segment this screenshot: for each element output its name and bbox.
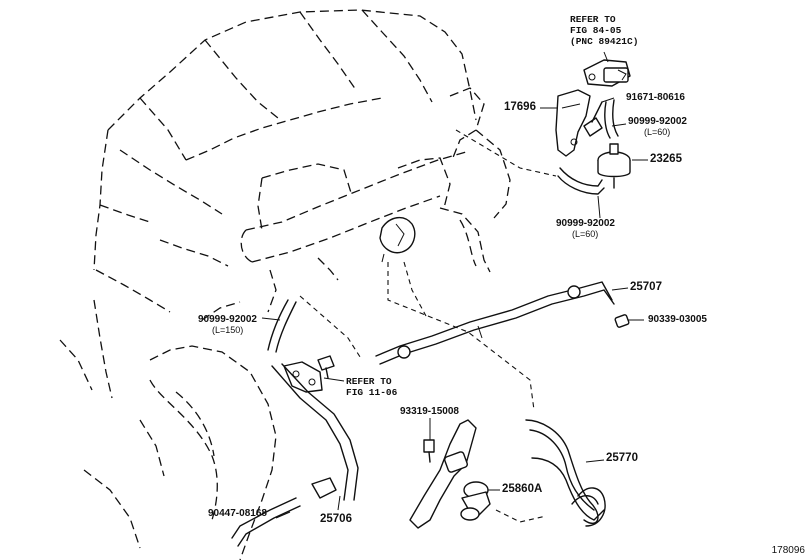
label-23265[interactable]: 23265 (650, 153, 682, 165)
hose-90999-b (557, 167, 605, 195)
part-number: 90999-92002 (628, 116, 687, 127)
bolt-91671 (583, 101, 603, 137)
connection-line (403, 261, 427, 317)
engine-outline (59, 9, 477, 399)
part-spec: (L=150) (212, 325, 244, 335)
refer-line: FIG 11-06 (346, 387, 398, 398)
pipe-25707 (375, 281, 615, 365)
label-93319-15008[interactable]: 93319-15008 (400, 406, 459, 417)
connection-line (495, 509, 547, 523)
intake-manifold (201, 87, 511, 321)
refer-fig-84-05[interactable]: REFER TO FIG 84-05 (PNC 89421C) (570, 14, 638, 47)
part-number: 90999-92002 (556, 218, 615, 229)
label-25770[interactable]: 25770 (606, 452, 638, 464)
hose-90999-c (267, 299, 297, 353)
transmission-outline (83, 345, 277, 560)
bracket-17696 (555, 89, 591, 157)
label-90447-08168[interactable]: 90447-08168 (208, 508, 267, 519)
label-90999-92002-b[interactable]: 90999-92002 (L=60) (556, 218, 615, 239)
refer-fig-11-06[interactable]: REFER TO FIG 11-06 (346, 376, 397, 398)
connection-line (455, 129, 557, 177)
part-spec: (L=60) (644, 127, 671, 137)
label-25860A[interactable]: 25860A (502, 483, 543, 495)
refer-line: REFER TO (570, 14, 616, 25)
label-17696[interactable]: 17696 (504, 101, 536, 113)
cap-90339 (614, 314, 630, 328)
hose-90999-a (604, 99, 619, 139)
refer-line: FIG 84-05 (570, 25, 622, 36)
part-number: 90999-92002 (198, 314, 257, 325)
label-25707[interactable]: 25707 (630, 281, 662, 293)
connection-line (299, 295, 363, 361)
label-90999-92002-c[interactable]: 90999-92002 (L=150) (198, 314, 257, 335)
label-25706[interactable]: 25706 (320, 513, 352, 525)
vacuum-sensor (583, 59, 631, 87)
part-spec: (L=60) (572, 229, 599, 239)
label-90999-92002-a[interactable]: 90999-92002 (L=60) (628, 116, 687, 137)
refer-line: (PNC 89421C) (570, 36, 639, 47)
leader-lines (261, 51, 648, 519)
bolt-left (317, 355, 335, 379)
refer-line: REFER TO (346, 376, 392, 387)
vsv-25860A (460, 481, 491, 521)
throttle-body (379, 217, 416, 263)
label-91671-80616[interactable]: 91671-80616 (626, 92, 685, 103)
bolt-93319 (423, 439, 435, 463)
hose-set-25770 (525, 419, 606, 527)
vsv-filter-23265 (597, 143, 631, 189)
vsv-bracket (409, 419, 477, 529)
figure-id: 178096 (771, 545, 805, 556)
bracket-left (283, 361, 323, 393)
pipe-25706 (231, 363, 359, 547)
label-90339-03005[interactable]: 90339-03005 (648, 314, 707, 325)
